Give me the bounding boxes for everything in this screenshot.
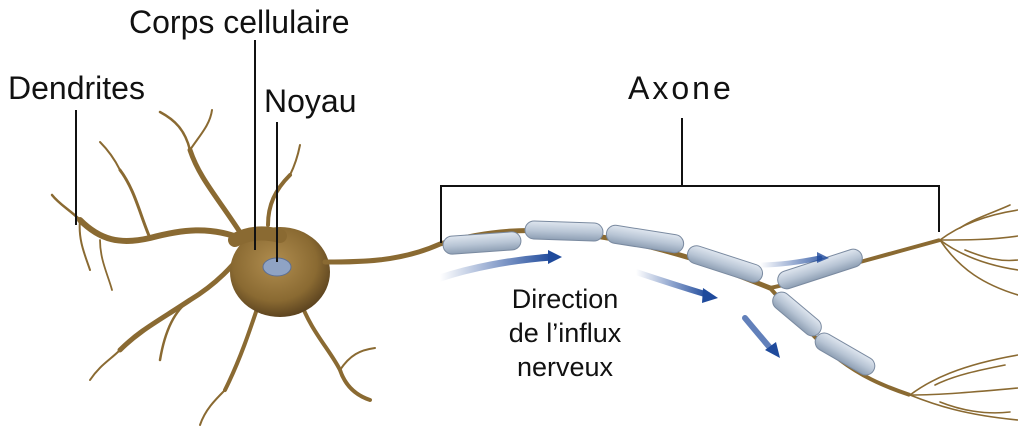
direction-line-3: nerveux [480, 350, 650, 384]
dendrites-label: Dendrites [8, 70, 145, 107]
direction-line-2: de l’influx [480, 316, 650, 350]
direction-label: Direction de l’influx nerveux [480, 282, 650, 384]
direction-line-1: Direction [480, 282, 650, 316]
noyau-label: Noyau [264, 83, 357, 120]
axon-terminals [910, 205, 1018, 420]
arrow-1 [440, 257, 552, 278]
corps-cellulaire-label: Corps cellulaire [129, 4, 350, 41]
arrow-3 [745, 318, 772, 350]
axone-label: Axone [628, 70, 734, 107]
